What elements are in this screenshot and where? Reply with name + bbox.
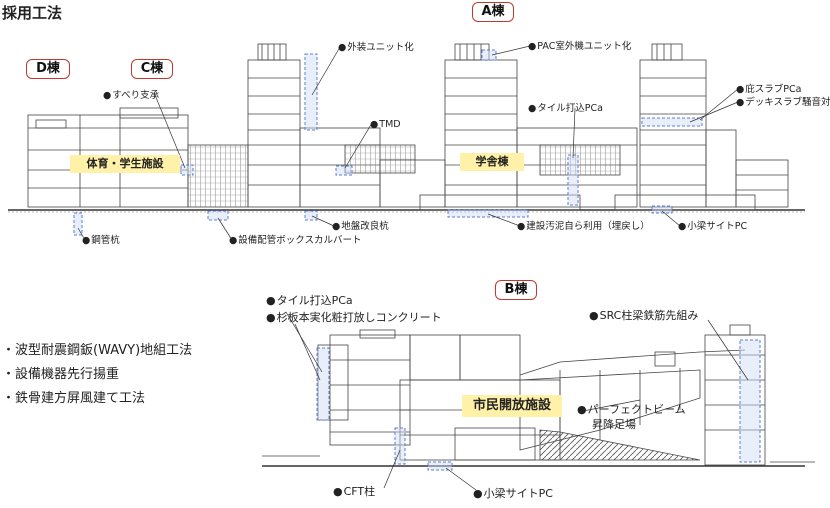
method-equipment-lift: ・設備機器先行揚重 xyxy=(2,367,120,382)
facility-label-school: 学舎棟 xyxy=(460,153,524,171)
annotation-deck-slab: デッキスラブ騒音対策 xyxy=(736,98,830,108)
building-tag-a: A棟 xyxy=(472,2,514,22)
method-wavy: ・波型耐震鋼鈑(WAVY)地組工法 xyxy=(2,343,193,358)
annotation-eave-slab: 庇スラブPCa xyxy=(736,85,801,95)
annotation-src-rebar: SRC柱梁鉄筋先組み xyxy=(589,310,699,321)
top-leader-lines xyxy=(77,45,739,241)
page-title: 採用工法 xyxy=(2,4,63,22)
annotation-perfect-beam: パーフェクトビーム xyxy=(577,404,686,415)
annotation-tile-pca: タイル打込PCa xyxy=(528,104,603,114)
annotation-beam-pc-bottom: 小梁サイトPC xyxy=(473,488,553,499)
top-callout-boxes xyxy=(73,49,703,236)
annotation-beam-pc-top: 小梁サイトPC xyxy=(678,222,747,232)
building-tag-d: D棟 xyxy=(26,59,70,79)
bottom-section-drawing xyxy=(262,324,815,467)
facility-label-gym: 体育・学生施設 xyxy=(70,155,180,173)
annotation-slip-support: すべり支承 xyxy=(103,91,159,101)
building-tag-b: B棟 xyxy=(495,280,537,300)
facility-label-civic: 市民開放施設 xyxy=(462,395,562,417)
annotation-tmd: TMD xyxy=(370,120,400,130)
building-tag-c: C棟 xyxy=(131,59,173,79)
method-folding-screen: ・鉄骨建方屏風建て工法 xyxy=(2,391,146,406)
annotation-pac-unit: PAC室外機ユニット化 xyxy=(528,42,631,52)
annotation-ground-improve: 地盤改良杭 xyxy=(332,222,389,232)
bottom-callout-boxes xyxy=(316,339,761,471)
annotation-lift-scaffold: 昇降足場 xyxy=(592,418,636,431)
annotation-tile-pca-b: タイル打込PCa xyxy=(266,295,353,306)
annotation-steel-pile: 鋼管杭 xyxy=(82,236,120,246)
annotation-soil-reuse: 建設汚泥自ら利用（埋戻し） xyxy=(517,222,650,232)
annotation-exterior-unit: 外装ユニット化 xyxy=(338,43,414,53)
annotation-cedar-concrete: 杉板本実化粧打放しコンクリート xyxy=(266,312,442,323)
annotation-cft: CFT柱 xyxy=(333,486,376,497)
top-section-drawing xyxy=(8,43,805,213)
annotation-culvert: 設備配管ボックスカルバート xyxy=(229,236,361,246)
